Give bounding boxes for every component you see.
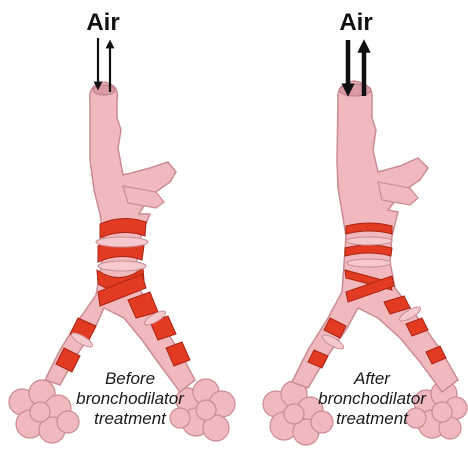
airway-after (292, 81, 458, 392)
alveoli-left-cluster (9, 380, 79, 443)
caption-before-line-3: treatment (94, 409, 167, 428)
air-label-before: Air (86, 9, 119, 36)
caption-before-line-2: bronchodilator (76, 389, 185, 408)
caption-after-line-2: bronchodilator (318, 389, 427, 408)
caption-after-line-3: treatment (336, 409, 409, 428)
panel-after: Air After bronchodilator treatment (263, 9, 467, 445)
airway-opening-before (93, 85, 115, 95)
panel-before: Air Before bronchodilator treatment (9, 9, 235, 443)
air-label-after: Air (339, 9, 372, 36)
caption-before-line-1: Before (105, 369, 155, 388)
caption-after-line-1: After (353, 369, 391, 388)
